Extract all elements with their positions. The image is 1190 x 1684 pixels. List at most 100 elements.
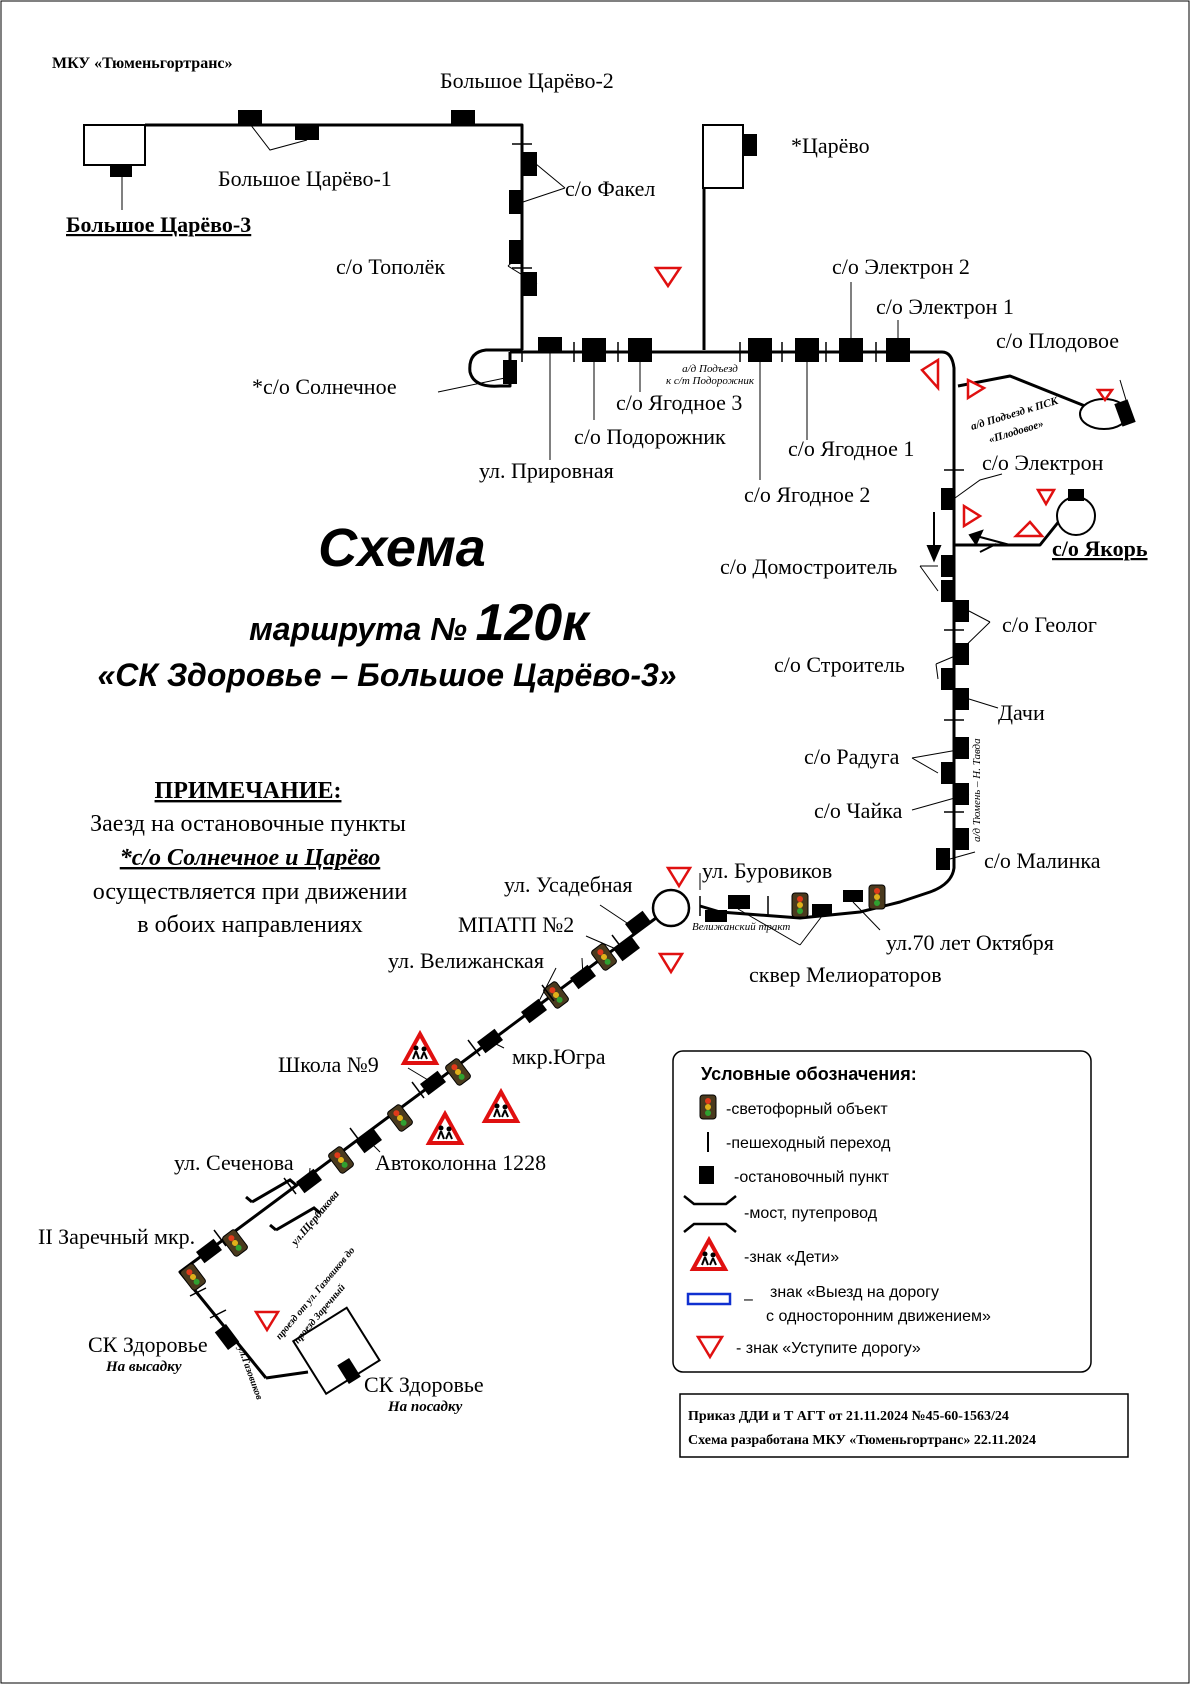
- traffic-light-icon: [589, 942, 619, 972]
- stop-meliorator: [812, 904, 832, 916]
- label-chaika: с/о Чайка: [814, 798, 903, 823]
- legend-item-yield: - знак «Уступите дорогу»: [736, 1340, 921, 1357]
- title-schema: Схема: [318, 518, 486, 578]
- note-line1: Заезд на остановочные пункты: [90, 811, 406, 837]
- stop-plodovoe: [1114, 399, 1136, 427]
- legend-item-crossing: -пешеходный переход: [726, 1135, 891, 1152]
- label-tsarevo: *Царёво: [791, 133, 870, 158]
- stop-burovikov-a: [728, 895, 750, 909]
- stop-fakel-a: [523, 152, 537, 176]
- label-zarechny: II Заречный мкр.: [38, 1224, 195, 1249]
- stop-domostroitel-b: [941, 580, 955, 602]
- stop-dachi: [955, 688, 969, 710]
- direction-arrows: [926, 512, 1011, 563]
- note-heading: ПРИМЕЧАНИЕ:: [155, 778, 342, 804]
- label-yagodnoe2: с/о Ягодное 2: [744, 482, 870, 507]
- road-podorozhnik-2: к с/т Подорожник: [666, 375, 755, 387]
- stop-bolshoe1-b: [295, 126, 319, 140]
- note-line3: осуществляется при движении: [93, 879, 408, 905]
- traffic-light-icon: [385, 1103, 415, 1133]
- stop-sk-right: [337, 1357, 361, 1385]
- note: ПРИМЕЧАНИЕ: Заезд на остановочные пункты…: [90, 778, 407, 938]
- stop-yagodnoe3: [628, 338, 652, 362]
- note-line2: *с/о Солнечное и Царёво: [120, 845, 381, 871]
- bridges: [245, 1178, 321, 1232]
- legend-title: Условные обозначения:: [701, 1064, 917, 1084]
- road-tavda: а/д Тюмень – Н. Тавда: [971, 738, 983, 842]
- yield-sign-icon: [1035, 488, 1057, 507]
- stop-mpatp: [614, 936, 640, 962]
- label-avtokolonna: Автоколонна 1228: [375, 1150, 546, 1175]
- yield-sign-icon: [253, 1310, 281, 1333]
- label-oktyabrya: ул.70 лет Октября: [886, 930, 1054, 955]
- kids-sign-icon: [402, 1032, 438, 1065]
- terminal-bolshoe3: [83, 124, 146, 166]
- footer: Приказ ДДИ и Т АГТ от 21.11.2024 №45-60-…: [679, 1393, 1129, 1458]
- kids-sign-icon: [427, 1112, 463, 1145]
- legend-item-oneway-2: с односторонним движением»: [766, 1308, 991, 1325]
- legend-item-stop: -остановочный пункт: [734, 1169, 890, 1186]
- stop-prirovnaya: [538, 337, 562, 351]
- stop-elektron: [941, 488, 955, 510]
- label-shkola: Школа №9: [278, 1052, 379, 1077]
- legend-item-bridge: -мост, путепровод: [744, 1205, 878, 1222]
- label-yagodnoe3: с/о Ягодное 3: [616, 390, 742, 415]
- stop-oktyabrya: [843, 890, 863, 902]
- label-sk-right: СК Здоровье: [364, 1372, 484, 1397]
- traffic-light-icon: [443, 1057, 473, 1087]
- label-prirovnaya: ул. Прировная: [479, 458, 614, 483]
- route-lines: [83, 123, 1129, 1396]
- footer-line1: Приказ ДДИ и Т АГТ от 21.11.2024 №45-60-…: [688, 1409, 1009, 1424]
- stop-topolek-b: [523, 272, 537, 296]
- stop-elektron1: [886, 338, 910, 362]
- bus-stop-icon: [699, 1166, 714, 1184]
- stop-elektron2: [839, 338, 863, 362]
- road-velizh-trakt: Велижанский тракт: [692, 921, 790, 933]
- title-route-prefix: маршрута №: [249, 611, 467, 647]
- label-elektron2: с/о Электрон 2: [832, 254, 970, 279]
- stop-tsarevo: [743, 134, 757, 156]
- label-stroitel: с/о Строитель: [774, 652, 905, 677]
- label-dachi: Дачи: [998, 700, 1045, 725]
- stop-sk-left: [214, 1324, 240, 1350]
- label-bolshoe3: Большое Царёво-3: [66, 212, 251, 237]
- yield-sign-icon: [920, 357, 940, 392]
- stop-bolshoe1-a: [238, 110, 262, 124]
- label-yakor: с/о Якорь: [1052, 536, 1148, 561]
- footer-line2: Схема разработана МКУ «Тюменьгортранс» 2…: [688, 1433, 1036, 1448]
- stop-podorozhnik: [582, 338, 606, 362]
- label-burovikov: ул. Буровиков: [702, 858, 832, 883]
- stop-solnechnoe: [503, 360, 517, 384]
- label-meliorator: сквер Мелиораторов: [749, 962, 942, 987]
- terminal-tsarevo: [702, 124, 744, 189]
- label-yagodnoe1: с/о Ягодное 1: [788, 436, 914, 461]
- stop-stroitel-b: [941, 668, 955, 690]
- stop-yagodnoe2: [748, 338, 772, 362]
- label-fakel: с/о Факел: [565, 176, 655, 201]
- traffic-light-icon: [220, 1228, 250, 1258]
- traffic-light-icon: [699, 1094, 717, 1120]
- label-solnechnoe: *с/о Солнечное: [252, 374, 397, 399]
- label-velizhanskaya: ул. Велижанская: [388, 948, 544, 973]
- stop-usadebnaya: [625, 910, 651, 936]
- label-topolek: с/о Тополёк: [336, 254, 445, 279]
- stop-stroitel-a: [955, 643, 969, 665]
- label-podorozhnik: с/о Подорожник: [574, 424, 726, 449]
- legend-item-traffic: -светофорный объект: [726, 1101, 888, 1118]
- yield-sign-icon: [665, 866, 693, 889]
- stops: [110, 110, 1136, 1385]
- footer-box: [679, 1393, 1129, 1458]
- title-route-number: 120к: [475, 594, 591, 652]
- label-bolshoe1: Большое Царёво-1: [218, 166, 392, 191]
- org-name: МКУ «Тюменьгортранс»: [52, 55, 233, 72]
- stop-malinka-b: [936, 848, 950, 870]
- yield-sign-icon: [966, 377, 987, 401]
- yield-sign-icon: [695, 1335, 725, 1360]
- stop-raduga-b: [941, 762, 955, 784]
- label-geolog: с/о Геолог: [1002, 612, 1097, 637]
- stop-geolog: [955, 600, 969, 622]
- stop-topolek-a: [509, 240, 523, 264]
- legend-dash: –: [744, 1291, 753, 1308]
- legend-box: [672, 1050, 1092, 1373]
